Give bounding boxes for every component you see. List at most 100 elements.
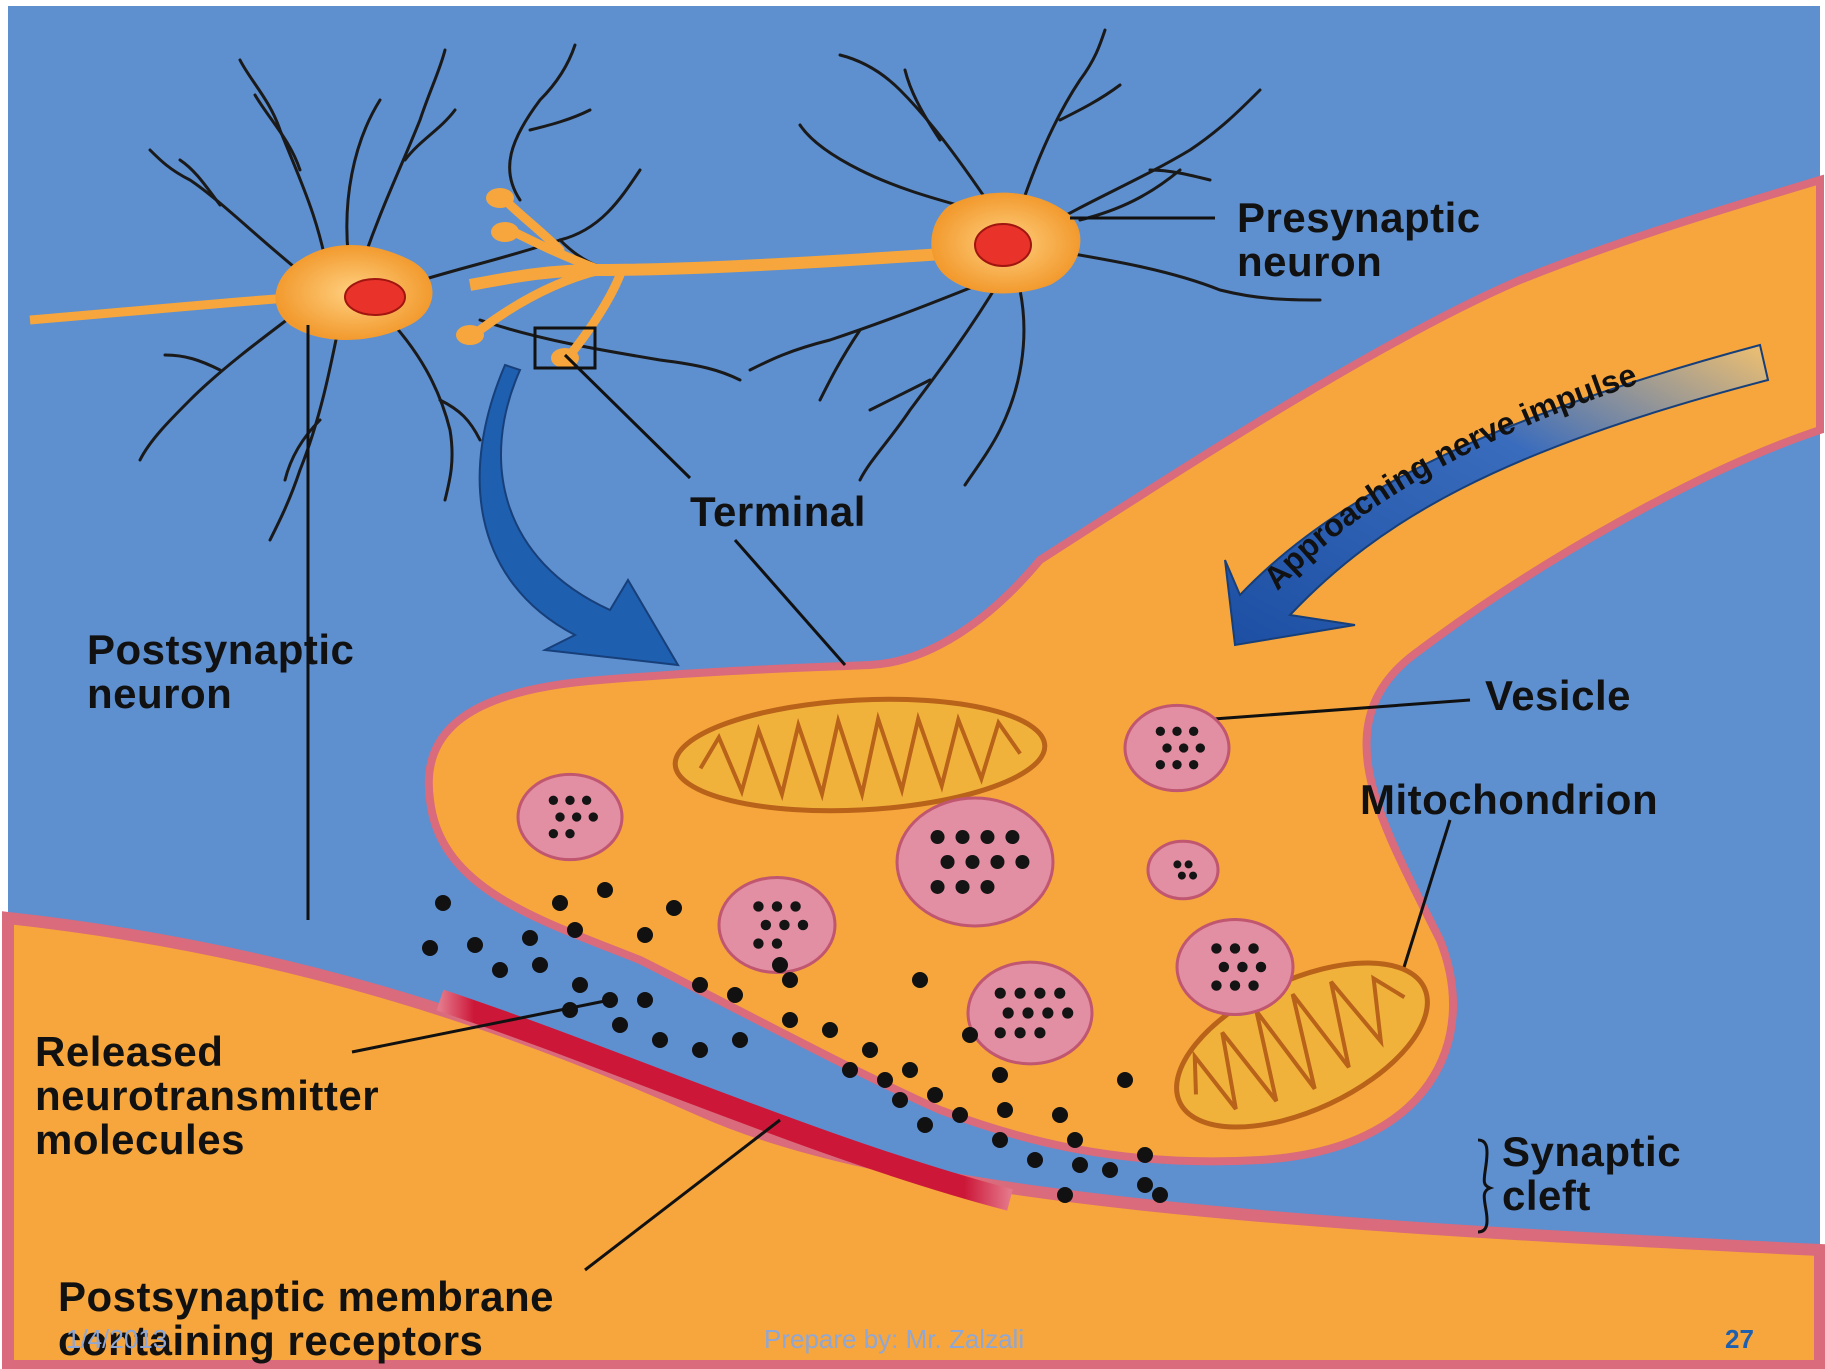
vesicle-molecule bbox=[980, 880, 994, 894]
synaptic-cleft-label-line-2: cleft bbox=[1502, 1174, 1681, 1218]
neurotransmitter-molecule bbox=[1102, 1162, 1118, 1178]
vesicle-molecule bbox=[1219, 962, 1229, 972]
vesicle-molecule bbox=[1054, 988, 1065, 999]
vesicle-molecule bbox=[990, 855, 1004, 869]
neurotransmitter-molecule bbox=[917, 1117, 933, 1133]
neurotransmitter-molecule bbox=[842, 1062, 858, 1078]
vesicle-molecule bbox=[1185, 860, 1193, 868]
vesicle-molecule bbox=[956, 880, 970, 894]
neurotransmitter-molecule bbox=[552, 895, 568, 911]
vesicle-molecule bbox=[1156, 727, 1165, 736]
neurotransmitter-molecule bbox=[652, 1032, 668, 1048]
vesicle-molecule bbox=[1230, 943, 1240, 953]
vesicle-molecule bbox=[549, 829, 558, 838]
vesicle-molecule bbox=[798, 920, 808, 930]
neurotransmitter-molecule bbox=[602, 992, 618, 1008]
neurotransmitter-molecule bbox=[732, 1032, 748, 1048]
vesicle-molecule bbox=[549, 796, 558, 805]
released-neurotransmitter-label: Released neurotransmitter molecules bbox=[35, 1030, 379, 1162]
vesicle-molecule bbox=[582, 796, 591, 805]
vesicle bbox=[1125, 705, 1229, 790]
vesicle-molecule bbox=[589, 812, 598, 821]
neurotransmitter-molecule bbox=[435, 895, 451, 911]
vesicle-molecule bbox=[1172, 727, 1181, 736]
vesicle-molecule bbox=[1156, 760, 1165, 769]
neurotransmitter-molecule bbox=[612, 1017, 628, 1033]
synaptic-cleft-label: Synaptic cleft bbox=[1502, 1130, 1681, 1218]
vesicle-molecule bbox=[1189, 872, 1197, 880]
neurotransmitter-molecule bbox=[467, 937, 483, 953]
neurotransmitter-molecule bbox=[1137, 1147, 1153, 1163]
released-neurotransmitter-label-line-2: neurotransmitter bbox=[35, 1074, 379, 1118]
mitochondrion-label: Mitochondrion bbox=[1360, 778, 1658, 822]
vesicle-molecule bbox=[1172, 760, 1181, 769]
terminal-label: Terminal bbox=[690, 490, 866, 534]
vesicle-molecule bbox=[1230, 980, 1240, 990]
vesicle-molecule bbox=[931, 830, 945, 844]
vesicle-molecule bbox=[565, 829, 574, 838]
neurotransmitter-molecule bbox=[772, 957, 788, 973]
postsynaptic-neuron-label-line-2: neuron bbox=[87, 672, 354, 716]
vesicle-molecule bbox=[790, 901, 800, 911]
neurotransmitter-molecule bbox=[1137, 1177, 1153, 1193]
neurotransmitter-molecule bbox=[422, 940, 438, 956]
postsynaptic-membrane-label-line-1: Postsynaptic membrane bbox=[58, 1275, 554, 1319]
vesicle-molecule bbox=[1022, 1007, 1033, 1018]
neurotransmitter-molecule bbox=[822, 1022, 838, 1038]
footer-date: 1/4/2013 bbox=[66, 1324, 167, 1355]
neurotransmitter-molecule bbox=[1072, 1157, 1088, 1173]
presynaptic-neuron-label-line-1: Presynaptic bbox=[1237, 196, 1481, 240]
neurotransmitter-molecule bbox=[992, 1067, 1008, 1083]
vesicle-molecule bbox=[1189, 760, 1198, 769]
terminal-label-text: Terminal bbox=[690, 490, 866, 534]
vesicle bbox=[1148, 841, 1218, 898]
vesicle-molecule bbox=[1196, 743, 1205, 752]
presynaptic-neuron-label-line-2: neuron bbox=[1237, 240, 1481, 284]
vesicle-label-text: Vesicle bbox=[1485, 674, 1631, 718]
postsynaptic-neuron-label: Postsynaptic neuron bbox=[87, 628, 354, 716]
vesicle-molecule bbox=[1248, 943, 1258, 953]
vesicle-molecule bbox=[753, 938, 763, 948]
vesicle-molecule bbox=[1015, 855, 1029, 869]
neurotransmitter-molecule bbox=[532, 957, 548, 973]
vesicle-molecule bbox=[1248, 980, 1258, 990]
synaptic-cleft-label-line-1: Synaptic bbox=[1502, 1130, 1681, 1174]
neurotransmitter-molecule bbox=[962, 1027, 978, 1043]
neurotransmitter-molecule bbox=[637, 927, 653, 943]
vesicle-molecule bbox=[1162, 743, 1171, 752]
released-neurotransmitter-label-line-3: molecules bbox=[35, 1118, 379, 1162]
vesicle-molecule bbox=[965, 855, 979, 869]
vesicle-molecule bbox=[1211, 980, 1221, 990]
neurotransmitter-molecule bbox=[782, 972, 798, 988]
neurotransmitter-molecule bbox=[1117, 1072, 1133, 1088]
vesicle-molecule bbox=[1178, 872, 1186, 880]
vesicle-molecule bbox=[761, 920, 771, 930]
vesicle-molecule bbox=[753, 901, 763, 911]
postsynaptic-neuron-label-line-1: Postsynaptic bbox=[87, 628, 354, 672]
vesicle bbox=[1177, 919, 1293, 1014]
presynaptic-neuron-soma bbox=[931, 193, 1080, 294]
neurotransmitter-molecule bbox=[1057, 1187, 1073, 1203]
vesicle-molecule bbox=[1173, 860, 1181, 868]
presynaptic-neuron-label: Presynaptic neuron bbox=[1237, 196, 1481, 284]
vesicle-molecule bbox=[941, 855, 955, 869]
neurotransmitter-molecule bbox=[727, 987, 743, 1003]
footer-page-number: 27 bbox=[1725, 1324, 1754, 1355]
vesicle-molecule bbox=[572, 812, 581, 821]
vesicle-molecule bbox=[980, 830, 994, 844]
neurotransmitter-molecule bbox=[782, 1012, 798, 1028]
vesicle-molecule bbox=[555, 812, 564, 821]
vesicle-molecule bbox=[1042, 1007, 1053, 1018]
neurotransmitter-molecule bbox=[877, 1072, 893, 1088]
vesicle bbox=[518, 774, 622, 859]
footer-author: Prepare by: Mr. Zalzali bbox=[764, 1324, 1024, 1355]
vesicle-molecule bbox=[565, 796, 574, 805]
neurotransmitter-molecule bbox=[902, 1062, 918, 1078]
neurotransmitter-molecule bbox=[522, 930, 538, 946]
neurotransmitter-molecule bbox=[997, 1102, 1013, 1118]
vesicle-molecule bbox=[1062, 1007, 1073, 1018]
neurotransmitter-molecule bbox=[1152, 1187, 1168, 1203]
neurotransmitter-molecule bbox=[692, 977, 708, 993]
vesicle-molecule bbox=[995, 1027, 1006, 1038]
neurotransmitter-molecule bbox=[892, 1092, 908, 1108]
